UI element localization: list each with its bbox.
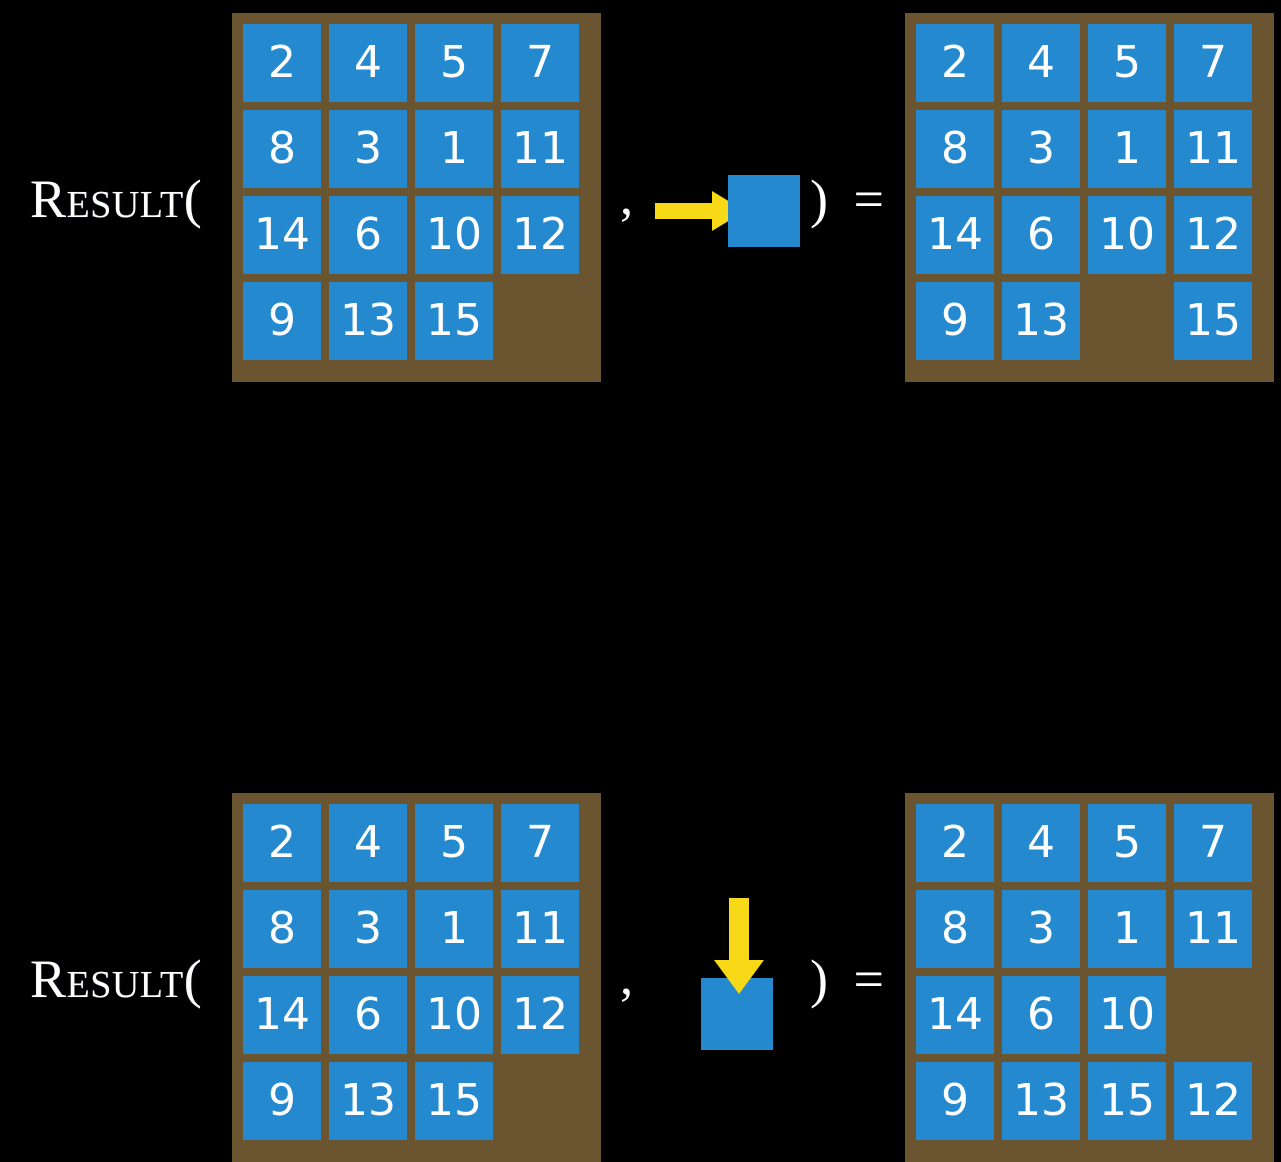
puzzle-tile[interactable]: 9	[916, 1062, 994, 1140]
puzzle-tile[interactable]: 6	[329, 976, 407, 1054]
puzzle-tile[interactable]: 5	[1088, 804, 1166, 882]
puzzle-tile[interactable]: 8	[243, 110, 321, 188]
puzzle-tile[interactable]: 15	[415, 1062, 493, 1140]
puzzle-tile[interactable]: 3	[1002, 890, 1080, 968]
puzzle-tile[interactable]: 13	[329, 282, 407, 360]
puzzle-tile[interactable]: 6	[1002, 196, 1080, 274]
puzzle-tile[interactable]: 7	[501, 804, 579, 882]
puzzle-tile[interactable]: 11	[501, 890, 579, 968]
puzzle-tile[interactable]: 10	[415, 196, 493, 274]
puzzle-tile[interactable]: 1	[415, 890, 493, 968]
argument-separator: ,	[620, 949, 633, 1006]
puzzle-tile[interactable]: 7	[1174, 804, 1252, 882]
puzzle-tile[interactable]: 12	[501, 976, 579, 1054]
puzzle-tile[interactable]: 9	[916, 282, 994, 360]
puzzle-tile[interactable]: 2	[243, 804, 321, 882]
puzzle-tile[interactable]: 15	[1088, 1062, 1166, 1140]
puzzle-tile[interactable]: 10	[1088, 976, 1166, 1054]
result-function-label: Result(	[30, 169, 203, 229]
puzzle-tile[interactable]: 6	[329, 196, 407, 274]
puzzle-tile[interactable]: 3	[329, 890, 407, 968]
puzzle-tile[interactable]: 3	[1002, 110, 1080, 188]
puzzle-tile[interactable]: 2	[916, 804, 994, 882]
puzzle-tile[interactable]: 12	[501, 196, 579, 274]
puzzle-tile[interactable]: 12	[1174, 196, 1252, 274]
closing-paren-equals: ) =	[810, 949, 890, 1009]
puzzle-tile[interactable]: 1	[415, 110, 493, 188]
arrow-down-icon	[714, 898, 764, 994]
puzzle-tile[interactable]: 1	[1088, 890, 1166, 968]
puzzle-tile[interactable]: 14	[916, 196, 994, 274]
puzzle-tile[interactable]: 2	[916, 24, 994, 102]
puzzle-tile[interactable]: 13	[1002, 282, 1080, 360]
puzzle-tile[interactable]: 1	[1088, 110, 1166, 188]
puzzle-tile[interactable]: 13	[1002, 1062, 1080, 1140]
puzzle-tile[interactable]: 4	[329, 804, 407, 882]
puzzle-tile[interactable]: 9	[243, 282, 321, 360]
puzzle-tile[interactable]: 8	[243, 890, 321, 968]
puzzle-tile[interactable]: 14	[243, 976, 321, 1054]
puzzle-tile[interactable]: 10	[415, 976, 493, 1054]
closing-paren-equals: ) =	[810, 169, 890, 229]
puzzle-tile[interactable]: 13	[329, 1062, 407, 1140]
operand-tile	[728, 175, 800, 247]
result-function-label: Result(	[30, 949, 203, 1009]
puzzle-tile[interactable]: 10	[1088, 196, 1166, 274]
puzzle-tile[interactable]: 9	[243, 1062, 321, 1140]
puzzle-tile[interactable]: 15	[415, 282, 493, 360]
puzzle-tile[interactable]: 8	[916, 890, 994, 968]
puzzle-tile[interactable]: 5	[415, 804, 493, 882]
puzzle-tile[interactable]: 5	[1088, 24, 1166, 102]
arrow-right-icon	[655, 191, 745, 231]
puzzle-tile[interactable]: 2	[243, 24, 321, 102]
puzzle-tile[interactable]: 11	[1174, 110, 1252, 188]
puzzle-tile[interactable]: 4	[1002, 24, 1080, 102]
puzzle-tile[interactable]: 11	[1174, 890, 1252, 968]
puzzle-tile[interactable]: 3	[329, 110, 407, 188]
puzzle-tile[interactable]: 6	[1002, 976, 1080, 1054]
puzzle-tile[interactable]: 7	[501, 24, 579, 102]
puzzle-tile[interactable]: 15	[1174, 282, 1252, 360]
puzzle-tile[interactable]: 5	[415, 24, 493, 102]
puzzle-tile[interactable]: 12	[1174, 1062, 1252, 1140]
puzzle-tile[interactable]: 14	[916, 976, 994, 1054]
puzzle-tile[interactable]: 11	[501, 110, 579, 188]
puzzle-tile[interactable]: 4	[329, 24, 407, 102]
puzzle-tile[interactable]: 8	[916, 110, 994, 188]
puzzle-tile[interactable]: 14	[243, 196, 321, 274]
puzzle-tile[interactable]: 4	[1002, 804, 1080, 882]
argument-separator: ,	[620, 169, 633, 226]
puzzle-tile[interactable]: 7	[1174, 24, 1252, 102]
